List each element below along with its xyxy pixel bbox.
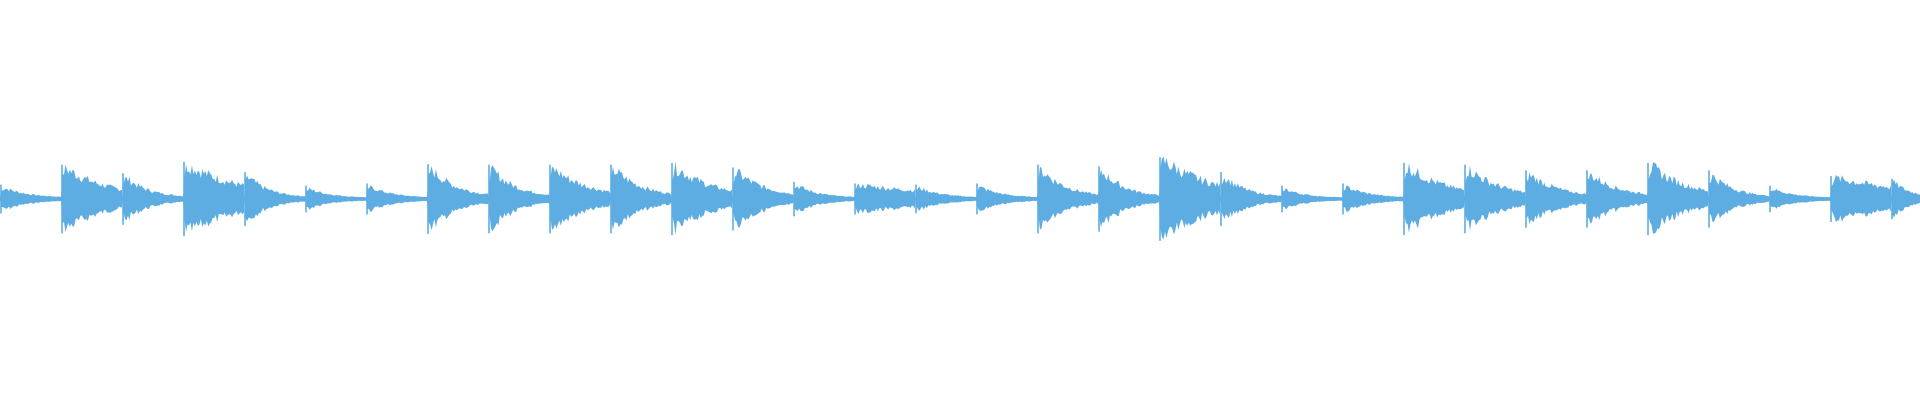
- waveform-segment: [1769, 188, 1830, 209]
- waveform-segment: [976, 186, 1037, 211]
- waveform-segment: [488, 165, 549, 232]
- waveform-segment: [1830, 174, 1891, 223]
- waveform-segment: [1159, 156, 1220, 240]
- waveform-segment: [1342, 185, 1403, 212]
- waveform-segment: [122, 176, 183, 221]
- waveform-segment: [1464, 165, 1525, 231]
- waveform-segment: [1891, 179, 1920, 218]
- waveform-segment: [1647, 162, 1708, 234]
- waveform-segments: [0, 156, 1920, 241]
- waveform-segment: [671, 161, 732, 235]
- waveform-segment: [427, 166, 488, 231]
- waveform-segment: [732, 168, 793, 228]
- waveform-segment: [61, 164, 122, 233]
- waveform-segment: [1403, 163, 1464, 233]
- waveform-segment: [1220, 178, 1281, 219]
- waveform-segment: [854, 183, 915, 214]
- waveform-segment: [1525, 172, 1586, 225]
- waveform-segment: [1586, 172, 1647, 224]
- waveform-segment: [305, 187, 366, 210]
- waveform-segment: [610, 166, 671, 230]
- waveform-segment: [1037, 166, 1098, 230]
- waveform-segment: [183, 164, 244, 232]
- waveform-segment: [1708, 174, 1769, 222]
- waveform-segment: [366, 185, 427, 213]
- waveform-segment: [1098, 169, 1159, 228]
- waveform-segment: [549, 166, 610, 230]
- waveform-segment: [793, 186, 854, 212]
- waveform-segment: [1281, 188, 1342, 209]
- waveform-segment: [915, 186, 976, 211]
- waveform-segment: [244, 175, 305, 222]
- waveform-segment: [0, 188, 61, 209]
